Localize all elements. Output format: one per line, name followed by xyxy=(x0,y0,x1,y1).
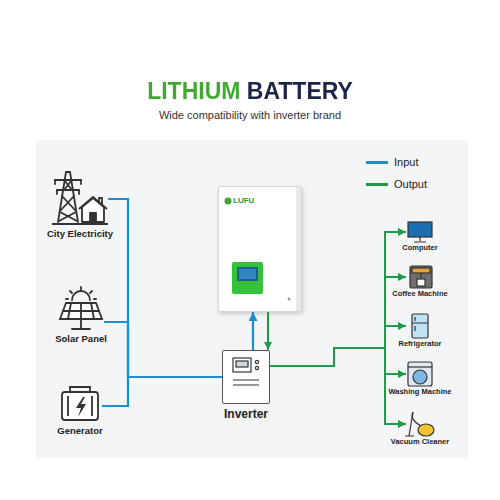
house-icon-part xyxy=(52,223,108,225)
connector-line xyxy=(267,312,269,350)
node-label: Solar Panel xyxy=(55,334,107,344)
title-area: LITHIUM BATTERY xyxy=(0,80,500,103)
vacuum-cleaner-icon-part xyxy=(412,412,421,426)
computer-icon xyxy=(408,222,432,242)
battery-illustration-part xyxy=(237,267,258,281)
battery-illustration-part xyxy=(225,198,232,205)
generator-icon xyxy=(62,387,98,420)
coffee-machine-icon-part xyxy=(412,268,430,273)
diagram-title: LITHIUM BATTERY xyxy=(147,80,353,103)
battery-illustration-part xyxy=(239,269,256,279)
house-icon xyxy=(52,197,108,224)
appliance: Computer xyxy=(406,222,434,242)
washing-machine-icon-part xyxy=(413,370,427,384)
battery-illustration-part xyxy=(296,187,301,311)
appliance: Washing Machine xyxy=(406,362,434,386)
house-icon-part xyxy=(90,213,96,222)
transmission-tower-icon-part xyxy=(58,172,78,222)
washing-machine-icon-part xyxy=(408,366,432,367)
coffee-machine-icon xyxy=(410,266,432,288)
node-label: Refrigerator xyxy=(399,340,442,348)
appliance: Vacuum Cleaner xyxy=(406,412,434,436)
inverter-illustration-part xyxy=(236,361,248,367)
power-source: City Electricity xyxy=(52,168,108,226)
diagram-panel xyxy=(36,140,468,458)
connector-line xyxy=(270,326,406,366)
brand-logo-text: LUFU xyxy=(233,197,254,206)
appliance: Refrigerator xyxy=(406,314,434,338)
connector-line xyxy=(108,199,222,377)
solar-panel-icon xyxy=(60,287,102,329)
connector-line xyxy=(104,322,222,377)
battery-illustration-part xyxy=(232,262,263,294)
inverter-box: Inverter xyxy=(222,350,270,404)
connector-group xyxy=(102,199,406,424)
appliance: Coffee Machine xyxy=(406,266,434,288)
connector-line xyxy=(270,232,406,366)
power-source: Generator xyxy=(58,386,102,422)
node-label: City Electricity xyxy=(47,229,113,239)
refrigerator-icon xyxy=(412,314,428,338)
vacuum-cleaner-icon-part xyxy=(405,412,414,436)
washing-machine-icon xyxy=(408,362,432,386)
transmission-tower-icon-part xyxy=(55,180,81,194)
house-icon-part xyxy=(82,198,104,222)
transmission-tower-icon-part xyxy=(55,180,81,190)
transmission-tower-icon-part xyxy=(59,180,77,221)
node-label: Washing Machine xyxy=(388,388,451,396)
house-icon-part xyxy=(99,198,102,206)
node-label: Coffee Machine xyxy=(392,290,447,298)
vacuum-cleaner-icon xyxy=(405,412,434,436)
refrigerator-icon-part xyxy=(412,314,428,338)
power-source: Solar Panel xyxy=(58,288,104,330)
subtitle: Wide compatibility with inverter brand xyxy=(0,109,500,121)
inverter-illustration-part xyxy=(233,380,259,385)
house-icon-part xyxy=(79,197,107,209)
computer-icon-part xyxy=(414,237,426,242)
generator-icon-part xyxy=(76,397,86,417)
connector-line xyxy=(270,277,406,366)
connector-line xyxy=(270,348,406,374)
generator-icon-part xyxy=(62,392,98,420)
coffee-machine-icon-part xyxy=(420,273,421,278)
coffee-machine-icon-part xyxy=(410,266,432,288)
computer-icon-part xyxy=(408,222,432,237)
battery-unit: LUFU xyxy=(218,186,302,312)
connector-line xyxy=(270,348,406,424)
solar-panel-icon-part xyxy=(63,303,99,319)
inverter-illustration-part xyxy=(255,360,258,363)
solar-panel-icon-part xyxy=(72,319,90,329)
coffee-machine-icon-part xyxy=(417,279,425,286)
vacuum-cleaner-icon-part xyxy=(418,424,434,436)
battery-illustration-part xyxy=(288,298,291,301)
generator-icon-part xyxy=(68,396,92,416)
transmission-tower-icon xyxy=(55,172,81,222)
refrigerator-icon-part xyxy=(412,317,428,331)
washing-machine-icon-part xyxy=(408,362,432,386)
node-label: Computer xyxy=(402,244,437,252)
node-label: Vacuum Cleaner xyxy=(391,438,449,446)
solar-panel-icon-part xyxy=(60,303,102,319)
generator-icon-part xyxy=(70,387,90,392)
inverter-illustration xyxy=(233,358,259,385)
battery-illustration xyxy=(225,187,302,311)
inverter-illustration-part xyxy=(233,358,251,372)
node-label: Inverter xyxy=(224,408,268,421)
node-label: Generator xyxy=(57,426,102,436)
connector-line xyxy=(252,312,254,350)
solar-panel-icon-part xyxy=(72,291,90,300)
solar-panel-icon-part xyxy=(66,287,96,299)
connector-line xyxy=(102,377,222,406)
inverter-illustration-part xyxy=(255,366,258,369)
